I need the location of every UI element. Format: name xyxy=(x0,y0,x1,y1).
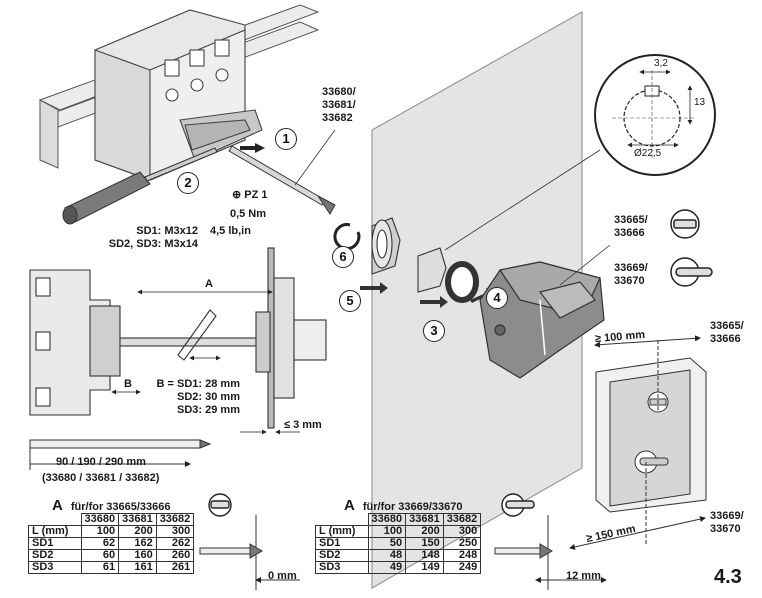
dim-b-label: B xyxy=(124,378,132,390)
table-a-offset: 0 mm xyxy=(268,570,297,582)
screw-bit-label: ⊕ PZ 1 xyxy=(232,189,268,201)
table-row: SD1 50 150 250 xyxy=(315,537,482,550)
screw-sd23-label: SD2, SD3: M3x14 xyxy=(108,238,198,250)
table-row: SD1 62 162 262 xyxy=(28,537,195,550)
table-a-row-label: L (mm) xyxy=(28,525,82,538)
offset-drawing-b xyxy=(494,515,607,590)
screwdriver xyxy=(62,147,218,225)
offset-drawing-a xyxy=(199,515,300,590)
cutout-diameter: Ø22,5 xyxy=(634,148,662,159)
torque-nm-label: 0,5 Nm xyxy=(229,208,267,220)
step-6: 6 xyxy=(332,246,354,268)
table-a-code: 33680 xyxy=(80,513,120,526)
handle-ref-label: 33680/ 33681/ 33682 xyxy=(322,86,356,124)
table-a-icon xyxy=(208,493,232,517)
table-row: SD3 61 161 261 xyxy=(28,561,195,574)
table-a-length: 100 xyxy=(80,525,120,538)
table-b-length: 300 xyxy=(442,525,482,538)
table-b-icon xyxy=(501,493,535,517)
step-3: 3 xyxy=(423,320,445,342)
b-values: B = SD1: 28 mm SD2: 30 mm SD3: 29 mm xyxy=(156,378,240,416)
table-b-code: 33681 xyxy=(405,513,444,526)
selector-handle xyxy=(479,261,605,379)
nut-washer xyxy=(371,217,479,303)
shaft xyxy=(228,145,336,215)
shaft-length-drawing xyxy=(29,439,212,470)
table-row: SD3 49 149 249 xyxy=(315,561,482,574)
table-row: SD2 48 148 248 xyxy=(315,549,482,562)
dim-a-label: A xyxy=(205,278,213,290)
shaft-lengths: 90 / 190 / 290 mm xyxy=(56,456,146,468)
cutout-height: 13 xyxy=(694,97,706,108)
selector-ref-b: 33669/ 33670 xyxy=(614,262,648,287)
shaft-codes: (33680 / 33681 / 33682) xyxy=(42,472,160,484)
table-a: 33680 33681 33682 L (mm) 100 200 300 SD1… xyxy=(28,513,195,574)
table-a-code: 33682 xyxy=(155,513,195,526)
table-a-length: 300 xyxy=(155,525,195,538)
table-b-length: 200 xyxy=(405,525,444,538)
table-b-row-label: L (mm) xyxy=(315,525,369,538)
table-b-code: 33680 xyxy=(367,513,407,526)
selector-icon-lever xyxy=(670,257,713,287)
table-b-offset: 12 mm xyxy=(566,570,601,582)
screw-sd1-label: SD1: M3x12 xyxy=(136,225,198,237)
table-b: 33680 33681 33682 L (mm) 100 200 300 SD1… xyxy=(315,513,482,574)
step-5: 5 xyxy=(339,290,361,312)
cutout-width: 3,2 xyxy=(654,58,668,69)
table-b-code: 33682 xyxy=(442,513,482,526)
table-a-code: 33681 xyxy=(118,513,157,526)
section-view xyxy=(29,247,327,429)
page-number: 4.3 xyxy=(714,566,742,588)
step-2: 2 xyxy=(177,172,199,194)
selector-icon-round xyxy=(670,209,700,239)
cutout-detail xyxy=(444,54,716,251)
step-1: 1 xyxy=(275,128,297,150)
cabinet-door xyxy=(569,335,707,550)
side-ref-b: 33669/ 33670 xyxy=(710,510,744,535)
side-ref-a: 33665/ 33666 xyxy=(710,320,744,345)
step-4: 4 xyxy=(486,287,508,309)
torque-lbin-label: 4,5 lb,in xyxy=(210,225,251,237)
table-b-length: 100 xyxy=(367,525,407,538)
table-row: SD2 60 160 260 xyxy=(28,549,195,562)
selector-ref-a: 33665/ 33666 xyxy=(614,214,648,239)
switch-disconnector xyxy=(94,9,263,181)
panel-max-label: ≤ 3 mm xyxy=(284,419,322,431)
table-a-length: 200 xyxy=(118,525,157,538)
